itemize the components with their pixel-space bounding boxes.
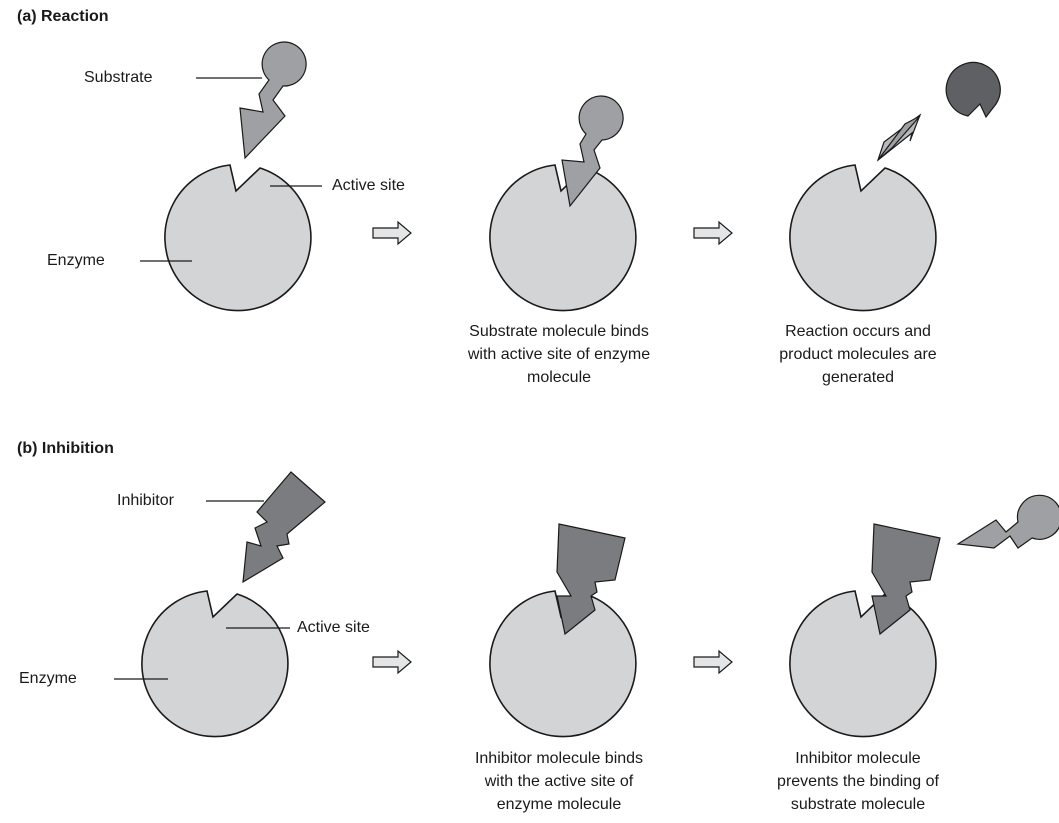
active-site-label-b: Active site <box>297 619 370 636</box>
caption-a-binding-line-3: molecule <box>526 369 592 386</box>
caption-b-blocking: Inhibitor molecule prevents the binding … <box>728 747 988 816</box>
enzyme-shape-a2 <box>489 164 637 312</box>
active-site-label-a: Active site <box>332 177 405 194</box>
caption-b-blocking-line-3: substrate molecule <box>790 796 926 813</box>
caption-a-binding: Substrate molecule binds with active sit… <box>429 320 689 389</box>
caption-b-blocking-line-2: prevents the binding of <box>777 773 939 790</box>
enzyme-label-b: Enzyme <box>19 670 77 687</box>
substrate-blocked <box>956 494 1059 549</box>
panel-b <box>114 471 1059 738</box>
substrate-bound-a2 <box>561 95 624 208</box>
substrate-shape-a1 <box>239 41 307 160</box>
panel-b-heading: (b) Inhibition <box>17 440 114 457</box>
caption-b-binding: Inhibitor molecule binds with the active… <box>429 747 689 816</box>
enzyme-shape-b1 <box>141 590 289 738</box>
caption-a-binding-line-2: with active site of enzyme <box>467 346 651 363</box>
arrow-b2 <box>693 650 733 674</box>
inhibitor-bound-b2 <box>556 523 626 636</box>
caption-b-binding-line-2: with the active site of <box>484 773 634 790</box>
caption-a-product: Reaction occurs and product molecules ar… <box>728 320 988 389</box>
substrate-label: Substrate <box>84 69 153 86</box>
caption-b-binding-line-3: enzyme molecule <box>496 796 622 813</box>
product-diamond-shape <box>877 115 921 161</box>
panel-a <box>140 41 1001 312</box>
caption-b-blocking-line-1: Inhibitor molecule <box>795 750 921 767</box>
caption-a-product-line-2: product molecules are <box>779 346 937 363</box>
enzyme-shape-a3 <box>789 164 937 312</box>
enzyme-shape-b3 <box>789 590 937 738</box>
enzyme-shape-a1 <box>164 164 312 312</box>
arrow-a1 <box>372 221 412 245</box>
panel-a-heading: (a) Reaction <box>17 8 109 25</box>
inhibitor-bound-b3 <box>871 523 941 636</box>
arrow-b1 <box>372 650 412 674</box>
caption-a-binding-line-1: Substrate molecule binds <box>469 323 649 340</box>
caption-a-product-line-3: generated <box>821 369 895 386</box>
enzyme-label-a: Enzyme <box>47 252 105 269</box>
caption-b-binding-line-1: Inhibitor molecule binds <box>474 750 644 767</box>
arrow-a2 <box>693 221 733 245</box>
inhibitor-shape-b1 <box>242 471 326 584</box>
inhibitor-label: Inhibitor <box>117 492 174 509</box>
caption-a-product-line-1: Reaction occurs and <box>785 323 931 340</box>
product-cup <box>945 61 1001 119</box>
